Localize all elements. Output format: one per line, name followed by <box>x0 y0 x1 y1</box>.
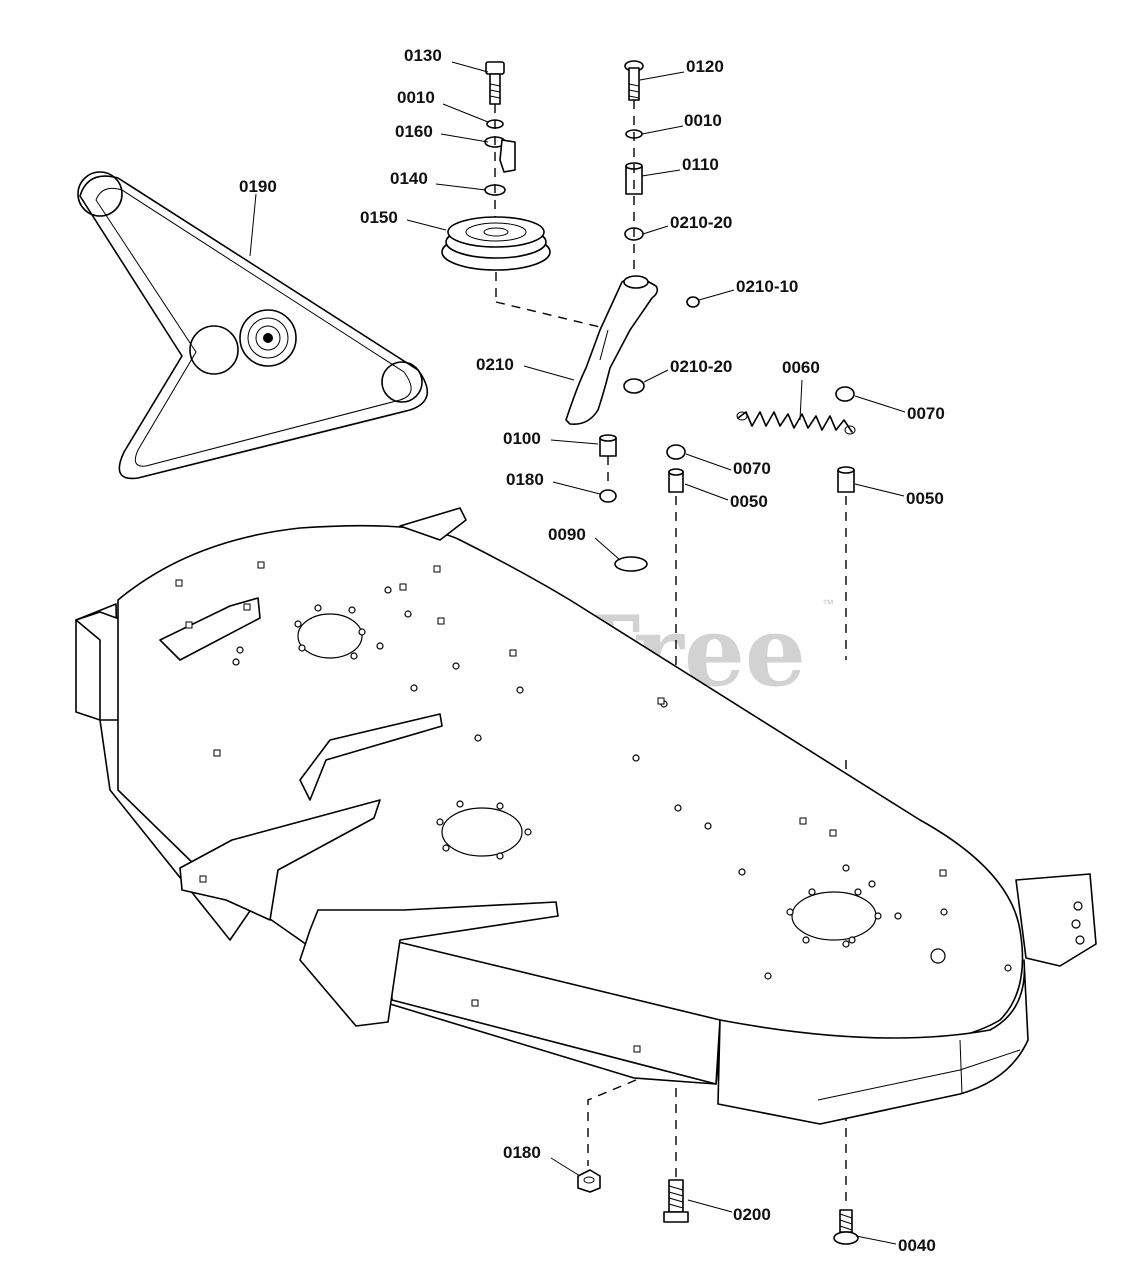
grease-fitting-0210-10[interactable] <box>686 296 700 308</box>
belt-pulley-left <box>77 171 123 217</box>
watermark-trademark: ™ <box>822 597 834 611</box>
label-0150[interactable]: 0150 <box>360 208 398 227</box>
label-0120[interactable]: 0120 <box>686 57 724 76</box>
label-0210-20-bottom[interactable]: 0210-20 <box>670 357 732 376</box>
label-0010-right[interactable]: 0010 <box>684 111 722 130</box>
mower-deck <box>75 507 1097 1125</box>
nut-0070-right[interactable] <box>835 386 855 402</box>
spacer-0050-left[interactable] <box>668 468 684 493</box>
spring-0060[interactable] <box>736 411 856 435</box>
bushing-0160[interactable] <box>484 136 516 173</box>
stud-0040[interactable] <box>833 1209 859 1245</box>
label-0190[interactable]: 0190 <box>239 177 277 196</box>
idler-pulley-0150[interactable] <box>441 216 551 271</box>
belt-0190[interactable] <box>77 171 428 480</box>
label-0040[interactable]: 0040 <box>898 1236 936 1255</box>
bolt-0120[interactable] <box>624 60 644 101</box>
part-labels: 0130 0120 0010 0160 0010 0110 0140 0190 … <box>239 46 945 1255</box>
label-0090[interactable]: 0090 <box>548 525 586 544</box>
spindle-hole-left <box>297 613 363 659</box>
bolt-0130[interactable] <box>485 61 505 105</box>
spindle-hole-center <box>441 807 523 857</box>
bolt-0200[interactable] <box>663 1179 689 1223</box>
spacer-0100[interactable] <box>599 434 617 457</box>
bushing-0210-20-bottom[interactable] <box>623 378 645 394</box>
belt-pulley-idler <box>189 325 239 375</box>
idler-arm-0210[interactable] <box>565 275 659 426</box>
axis-idler-to-arm <box>495 301 605 329</box>
leader-lines <box>249 61 906 1245</box>
nut-0180-top[interactable] <box>599 489 617 503</box>
label-0140[interactable]: 0140 <box>390 169 428 188</box>
label-0100[interactable]: 0100 <box>503 429 541 448</box>
label-0160[interactable]: 0160 <box>395 122 433 141</box>
spacer-0050-right[interactable] <box>837 466 855 493</box>
label-0180-bottom[interactable]: 0180 <box>503 1143 541 1162</box>
label-0180-top[interactable]: 0180 <box>506 470 544 489</box>
axis-nut-0180-lower <box>587 1079 637 1166</box>
label-0070-left[interactable]: 0070 <box>733 459 771 478</box>
nut-0180-bottom[interactable] <box>577 1169 601 1193</box>
label-0070-right[interactable]: 0070 <box>907 404 945 423</box>
label-0130[interactable]: 0130 <box>404 46 442 65</box>
spindle-hole-right <box>791 891 877 941</box>
label-0050-left[interactable]: 0050 <box>730 492 768 511</box>
label-0200[interactable]: 0200 <box>733 1205 771 1224</box>
belt-pulley-right <box>381 361 423 403</box>
label-0110[interactable]: 0110 <box>682 155 719 174</box>
label-0210-10[interactable]: 0210-10 <box>736 277 798 296</box>
label-0210-20-top[interactable]: 0210-20 <box>670 213 732 232</box>
label-0060[interactable]: 0060 <box>782 358 820 377</box>
washer-0090[interactable] <box>614 556 648 572</box>
belt-spindle-pulley <box>239 309 297 367</box>
label-0010-left[interactable]: 0010 <box>397 88 435 107</box>
nut-0070-left[interactable] <box>666 444 686 460</box>
label-0210[interactable]: 0210 <box>476 355 514 374</box>
label-0050-right[interactable]: 0050 <box>906 489 944 508</box>
